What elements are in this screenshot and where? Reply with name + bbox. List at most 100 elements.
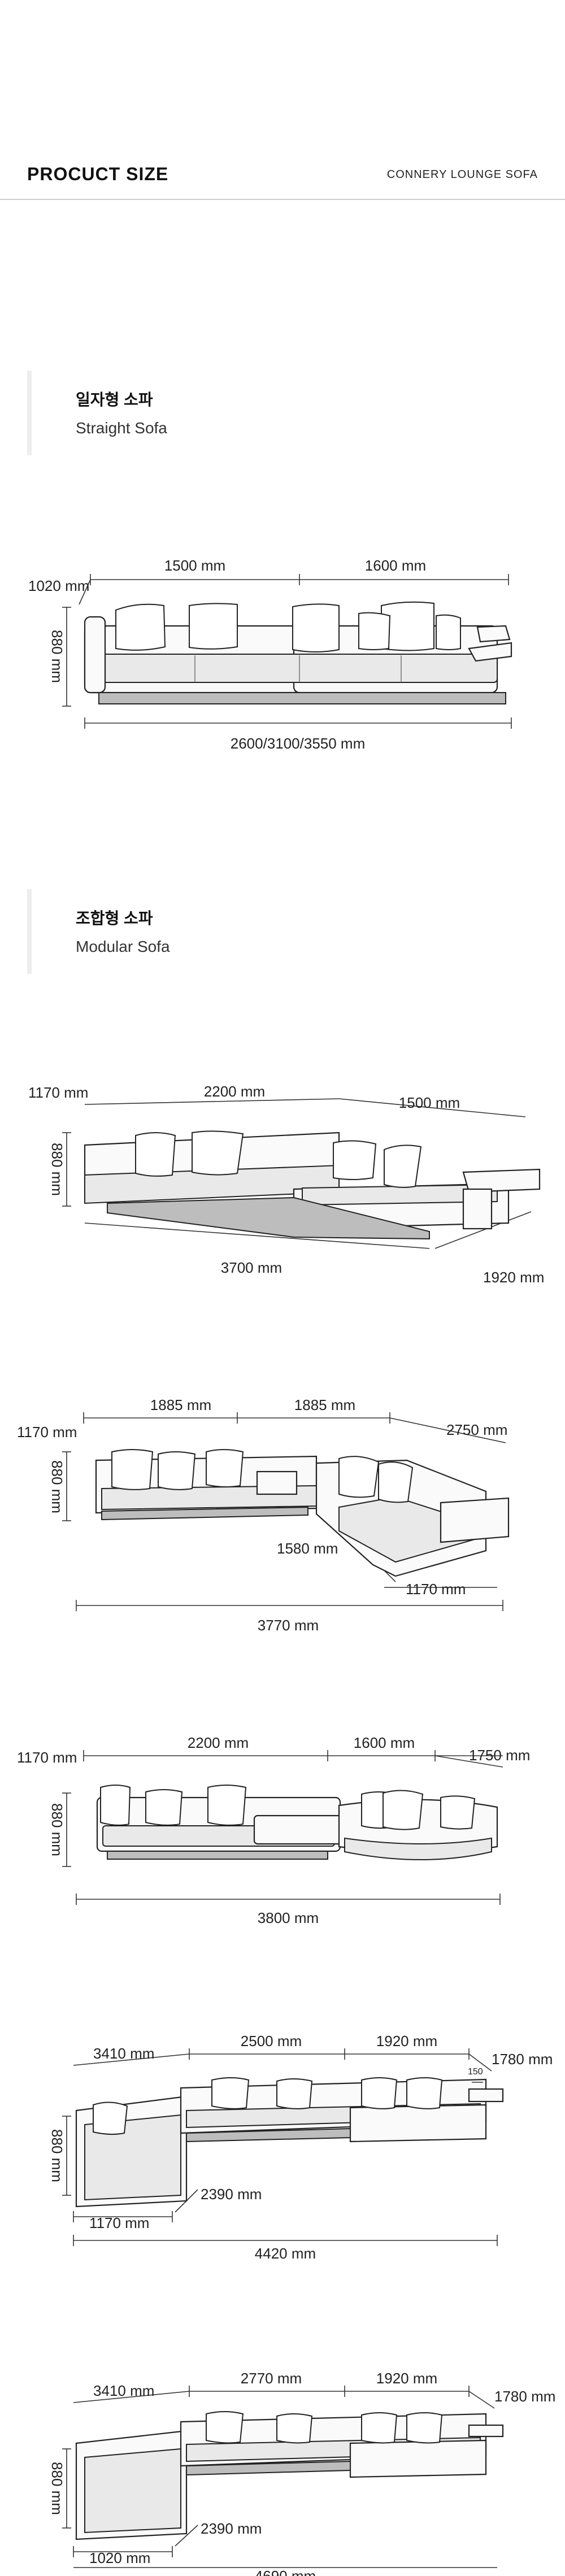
dim-depth: 1020 mm (89, 2549, 150, 2566)
dim-total: 3700 mm (221, 1259, 282, 1276)
section-title-en: Modular Sofa (76, 938, 170, 955)
dim-seg1: 2200 mm (188, 1734, 249, 1751)
dim-seg2: 1600 mm (365, 557, 426, 574)
page-title: PROCUCT SIZE (27, 164, 169, 184)
pillow (206, 1449, 244, 1488)
dim-inner: 2390 mm (201, 2520, 262, 2537)
dim-inner: 2390 mm (201, 2186, 262, 2203)
side-table (468, 2424, 504, 2438)
dim-seg1: 1885 mm (150, 1396, 211, 1413)
dim-height: 880 mm (49, 1143, 66, 1196)
dim-left: 3410 mm (93, 2382, 154, 2399)
section-straight-sofa: 일자형 소파 Straight Sofa (27, 371, 310, 455)
dim-depth: 1170 mm (17, 1749, 77, 1766)
pillow (192, 1130, 244, 1176)
sofa-base (186, 2127, 351, 2143)
section-modular-sofa: 조합형 소파 Modular Sofa (27, 889, 310, 974)
dim-end: 1750 mm (469, 1747, 530, 1764)
modular-sofa-figure-1: 1170 mm 2200 mm 1500 mm 880 mm 3700 mm 1… (0, 1076, 565, 1296)
dim-depth: 1170 mm (17, 1424, 77, 1441)
modular-sofa-drawing-4: 3410 mm 2500 mm 1920 mm 1780 mm 880 mm 1… (49, 2033, 553, 2262)
sofa-base (186, 2460, 351, 2476)
page-header: PROCUCT SIZE CONNERY LOUNGE SOFA (0, 0, 565, 202)
section-title-ko: 조합형 소파 (76, 910, 153, 927)
depth-dim-line (79, 579, 91, 605)
dim-seg2: 1920 mm (376, 2033, 437, 2050)
dim-corner: 2750 mm (446, 1421, 507, 1438)
section-title-ko: 일자형 소파 (76, 391, 153, 408)
pillow (361, 2412, 398, 2444)
sofa-base (98, 692, 506, 704)
straight-sofa-figure: 1500 mm 1600 mm 1020 mm 880 mm 2600/3100… (0, 554, 565, 768)
dim-end: 1780 mm (492, 2051, 553, 2068)
dim-depth: 1170 mm (89, 2214, 149, 2231)
dim-seg1: 2770 mm (241, 2370, 302, 2387)
seat-cushions (90, 654, 498, 683)
dim-chaise: 1920 mm (483, 1269, 544, 1286)
curved-base (344, 1837, 492, 1860)
armrest-right (462, 1188, 493, 1230)
pillow (135, 1132, 176, 1177)
left-armrest (84, 616, 106, 694)
dim-seg2: 1885 mm (294, 1396, 355, 1413)
dim-seg2: 1920 mm (376, 2370, 437, 2387)
sofa-base (107, 1196, 430, 1240)
dim-seg2: 1500 mm (399, 1094, 460, 1111)
dim-height: 880 mm (49, 1460, 66, 1513)
pillow (276, 2078, 313, 2109)
pillow (333, 1140, 377, 1180)
pillow (276, 2413, 313, 2444)
dim-end: 1780 mm (494, 2388, 555, 2405)
modular-sofa-drawing-2: 1170 mm 1885 mm 1885 mm 2750 mm 880 mm 1… (17, 1396, 510, 1634)
chaise-module (349, 2439, 487, 2478)
dim-total: 3770 mm (258, 1617, 319, 1634)
modular-sofa-drawing-5: 3410 mm 2770 mm 1920 mm 1780 mm 880 mm 2… (49, 2370, 555, 2576)
chaise-module (349, 2104, 487, 2143)
left-return-cushion (84, 2448, 181, 2534)
modular-sofa-figure-3: 1170 mm 2200 mm 1600 mm 1750 mm 880 mm 3… (0, 1731, 565, 1934)
pillow (406, 2077, 443, 2109)
pillow (111, 1449, 154, 1490)
pillow (381, 601, 434, 651)
pillow (358, 612, 391, 650)
pillow (384, 1145, 422, 1188)
dim-height: 880 mm (49, 1803, 66, 1856)
dim-small: 150 (468, 2067, 483, 2077)
pillow (440, 1795, 476, 1830)
pillow (406, 2412, 443, 2444)
dim-height: 880 mm (49, 630, 66, 683)
dim-total: 4690 mm (255, 2568, 316, 2576)
side-tray (476, 625, 511, 643)
dim-depth: 1020 mm (28, 577, 89, 594)
pillow (207, 1785, 247, 1826)
modular-sofa-figure-4: 3410 mm 2500 mm 1920 mm 1780 mm 880 mm 1… (0, 2026, 565, 2274)
modular-sofa-drawing-1: 1170 mm 2200 mm 1500 mm 880 mm 3700 mm 1… (28, 1083, 544, 1286)
modular-sofa-drawing-3: 1170 mm 2200 mm 1600 mm 1750 mm 880 mm 3… (17, 1734, 530, 1926)
dim-seg1: 2500 mm (241, 2033, 302, 2050)
side-table (468, 2088, 504, 2103)
section-accent-bar (27, 371, 32, 455)
product-name: CONNERY LOUNGE SOFA (386, 168, 538, 181)
dim-height: 880 mm (49, 2462, 66, 2515)
console-table (256, 1470, 298, 1495)
dim-return: 1170 mm (406, 1581, 466, 1598)
dim-total: 4420 mm (255, 2245, 316, 2262)
dim-inner: 1580 mm (277, 1540, 338, 1557)
pillow (338, 1456, 380, 1498)
pillow (211, 2077, 250, 2109)
pillow (206, 2411, 244, 2444)
dim-left: 3410 mm (93, 2045, 154, 2062)
pillow (292, 603, 340, 652)
section-accent-bar (27, 889, 32, 974)
dim-seg1: 2200 mm (204, 1083, 265, 1100)
pillow (361, 2077, 398, 2109)
section-title-en: Straight Sofa (76, 419, 167, 437)
ottoman-block (253, 1814, 346, 1845)
side-table (440, 1497, 510, 1543)
sofa-base (107, 1851, 328, 1860)
dim-seg1: 1500 mm (164, 557, 225, 574)
modular-sofa-figure-5: 3410 mm 2770 mm 1920 mm 1780 mm 880 mm 2… (0, 2364, 565, 2576)
pillow (93, 2101, 128, 2135)
pillow (158, 1451, 196, 1490)
pillow (145, 1789, 183, 1826)
